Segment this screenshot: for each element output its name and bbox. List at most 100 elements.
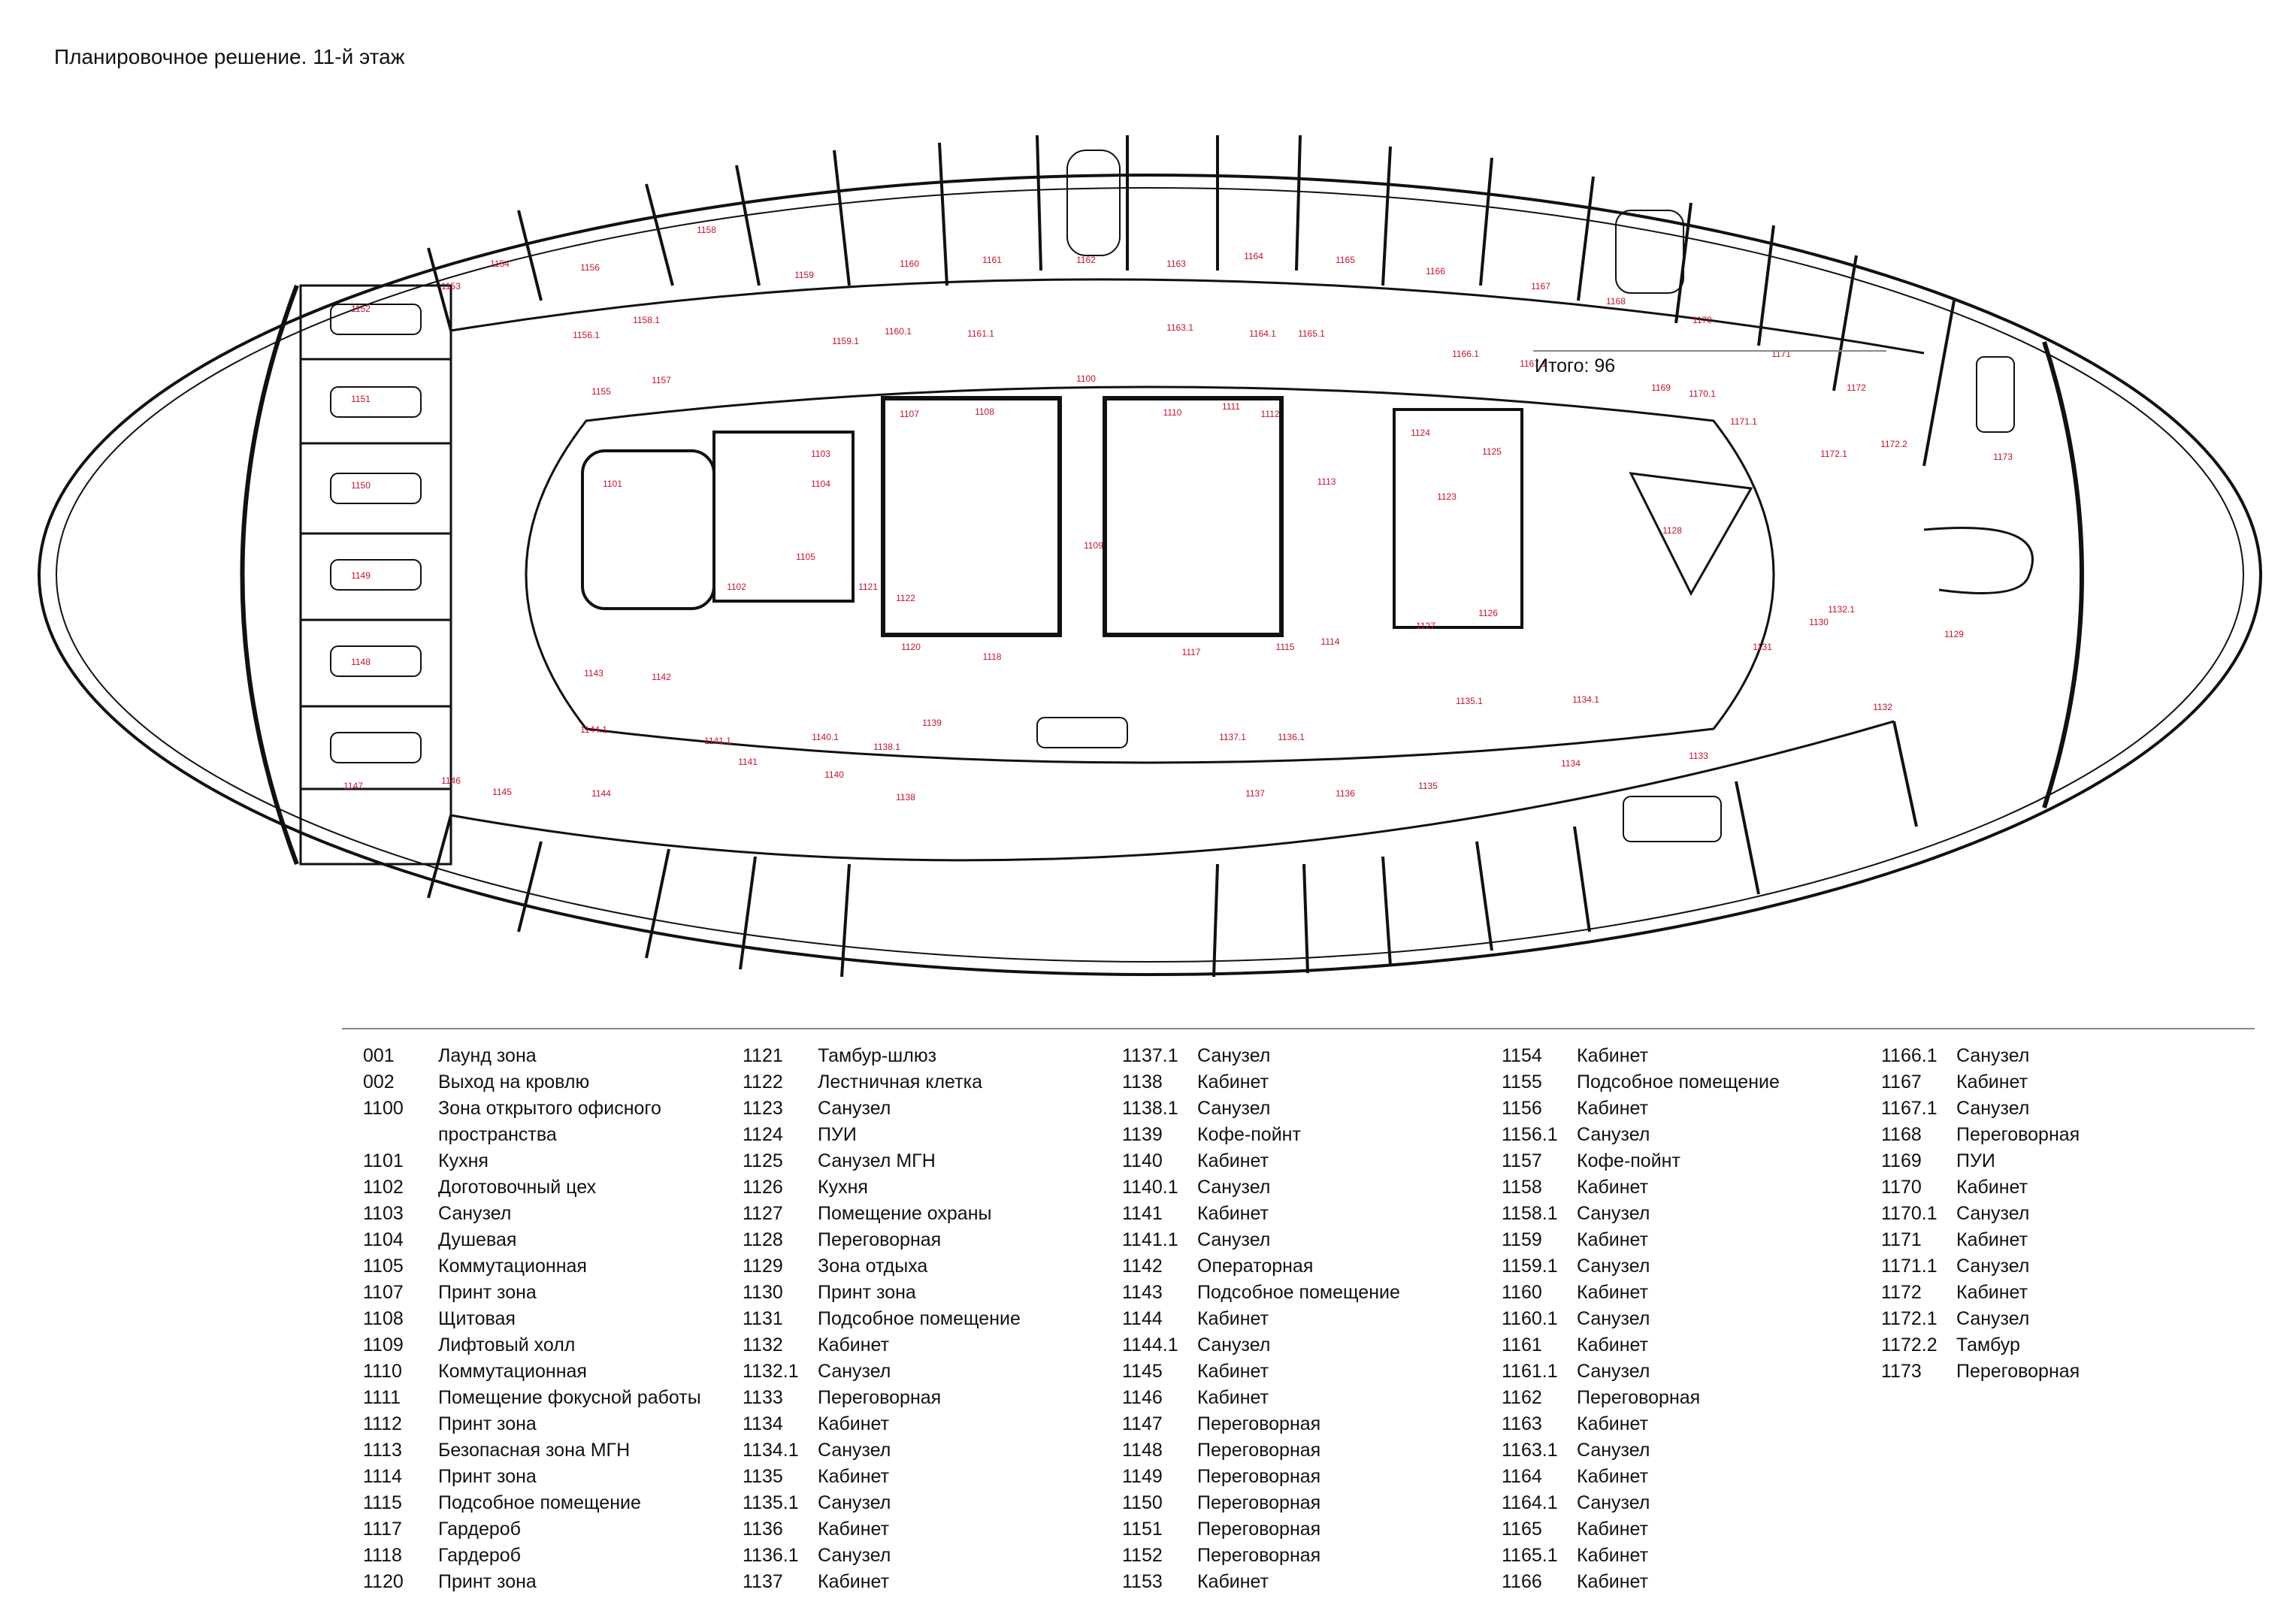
room-number-label: 1110 xyxy=(1163,407,1182,418)
legend-name: Санузел xyxy=(1956,1098,2030,1119)
legend-code: 1101 xyxy=(363,1150,404,1171)
legend-code: 1138 xyxy=(1122,1071,1163,1093)
room-number-label: 1136 xyxy=(1336,788,1355,799)
legend-name: Санузел xyxy=(1577,1256,1650,1277)
legend-code: 1163 xyxy=(1502,1413,1542,1434)
legend-code: 1135 xyxy=(743,1466,783,1487)
legend-name: ПУИ xyxy=(1956,1150,1995,1171)
legend-code: 1165.1 xyxy=(1502,1545,1558,1566)
legend-name: Санузел xyxy=(818,1361,891,1382)
legend-name: Зона открытого офисного пространства xyxy=(438,1098,661,1145)
legend-code: 1141.1 xyxy=(1122,1229,1178,1250)
legend-code: 1144 xyxy=(1122,1308,1163,1329)
legend-name: Тамбур xyxy=(1956,1334,2020,1356)
legend-name: Кабинет xyxy=(1577,1098,1649,1119)
room-number-label: 1163.1 xyxy=(1166,322,1193,333)
legend-code: 1147 xyxy=(1122,1413,1163,1434)
room-number-label: 1124 xyxy=(1411,428,1430,438)
legend-name: Кабинет xyxy=(818,1466,890,1487)
legend-name: Операторная xyxy=(1197,1256,1314,1277)
legend-name: Кабинет xyxy=(1197,1150,1269,1171)
legend-code: 1168 xyxy=(1881,1124,1922,1145)
legend-name: Кабинет xyxy=(1197,1203,1269,1224)
legend-name: Кабинет xyxy=(1577,1413,1649,1434)
legend-name: Гардероб xyxy=(438,1545,521,1566)
legend-name: Помещение фокусной работы xyxy=(438,1387,701,1408)
room-number-label: 1126 xyxy=(1478,608,1498,618)
room-number-label: 1156 xyxy=(580,262,600,273)
legend-row: 1163 Кабинет xyxy=(1502,1411,1870,1437)
legend-name: Кабинет xyxy=(1577,1571,1649,1592)
room-number-label: 1132.1 xyxy=(1828,604,1855,615)
legend-name: Гардероб xyxy=(438,1519,521,1540)
room-number-label: 1125 xyxy=(1482,446,1502,457)
room-number-label: 1160.1 xyxy=(885,326,912,337)
legend-code: 1155 xyxy=(1502,1071,1542,1093)
room-number-label: 1136.1 xyxy=(1278,732,1305,742)
legend-name: Безопасная зона МГН xyxy=(438,1440,631,1461)
room-number-label: 1141.1 xyxy=(704,736,731,746)
legend-code: 1107 xyxy=(363,1282,404,1303)
room-number-label: 1108 xyxy=(975,407,994,417)
legend-code: 1124 xyxy=(743,1124,783,1145)
legend-code: 1170.1 xyxy=(1881,1203,1938,1224)
legend-code: 1102 xyxy=(363,1177,404,1198)
legend-name: Коммутационная xyxy=(438,1361,587,1382)
legend-code: 1164 xyxy=(1502,1466,1542,1487)
legend-code: 1154 xyxy=(1502,1045,1542,1066)
legend-name: Переговорная xyxy=(1197,1519,1321,1540)
legend-code: 1148 xyxy=(1122,1440,1163,1461)
legend-name: ПУИ xyxy=(818,1124,857,1145)
room-number-label: 1133 xyxy=(1689,751,1708,761)
legend-name: Подсобное помещение xyxy=(818,1308,1021,1329)
room-number-label: 1117 xyxy=(1182,647,1201,657)
legend-name: Санузел xyxy=(1197,1045,1271,1066)
legend-code: 1161.1 xyxy=(1502,1361,1558,1382)
room-number-label: 1102 xyxy=(727,582,746,592)
room-number-label: 1138.1 xyxy=(873,742,900,752)
legend-code: 1137.1 xyxy=(1122,1045,1178,1066)
room-number-label: 1112 xyxy=(1261,409,1280,419)
legend-name: Подсобное помещение xyxy=(1197,1282,1400,1303)
legend-name: Санузел xyxy=(1956,1045,2030,1066)
room-number-label: 1123 xyxy=(1437,491,1457,502)
legend-name: Кабинет xyxy=(1577,1519,1649,1540)
room-number-label: 1154 xyxy=(490,258,510,269)
room-number-label: 1164.1 xyxy=(1249,328,1276,339)
room-number-label: 1149 xyxy=(351,570,371,581)
legend-name: Санузел xyxy=(818,1545,891,1566)
room-number-label: 1146 xyxy=(441,775,461,786)
legend-code: 1172.2 xyxy=(1881,1334,1938,1356)
legend-name: Кофе-пойнт xyxy=(1577,1150,1680,1171)
